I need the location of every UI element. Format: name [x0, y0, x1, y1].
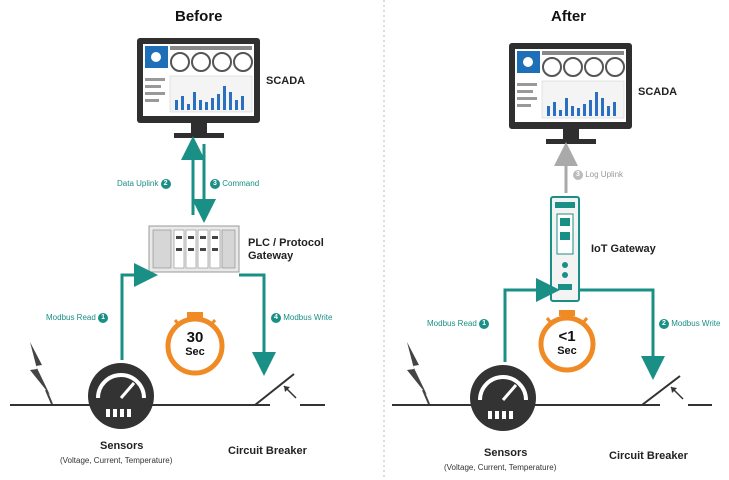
- breaker-label-after: Circuit Breaker: [609, 450, 688, 462]
- stopwatch-icon-after: [538, 310, 596, 373]
- sensors-sub-before: (Voltage, Current, Temperature): [60, 456, 173, 465]
- command-label: 3 Command: [210, 179, 259, 189]
- breaker-label-before: Circuit Breaker: [228, 445, 307, 457]
- scada-label-after: SCADA: [638, 86, 678, 98]
- timer-unit-before: Sec: [185, 346, 205, 358]
- circuit-breaker-icon: [254, 373, 297, 406]
- timer-value-after: <1: [558, 328, 576, 345]
- modbus-write-label-after: 2 Modbus Write: [659, 319, 720, 329]
- sensor-meter-icon-after: [470, 365, 536, 431]
- badge-1: 1: [98, 313, 109, 323]
- log-uplink-label: 3 Log Uplink: [573, 170, 623, 180]
- modbus-write-line-after: [579, 288, 665, 380]
- modbus-read-label-after: Modbus Read 1: [427, 319, 490, 329]
- iot-gateway-device: [550, 196, 580, 302]
- badge-1-after: 1: [479, 319, 490, 329]
- modbus-read-line-before: [120, 263, 158, 360]
- stopwatch-icon: [165, 312, 225, 376]
- after-title: After: [551, 8, 587, 25]
- circuit-breaker-icon-after: [641, 375, 684, 406]
- modbus-read-line-after: [503, 278, 560, 362]
- lightning-arrow: [45, 389, 53, 405]
- modbus-read-label-before: Modbus Read 1: [46, 313, 109, 323]
- timer-value-before: 30: [186, 329, 204, 346]
- badge-3: 3: [210, 179, 220, 189]
- badge-2: 2: [160, 179, 171, 189]
- scada-monitor-before: [137, 38, 260, 138]
- scada-monitor-after: [509, 43, 632, 144]
- modbus-write-label-before: 4 Modbus Write: [271, 313, 332, 323]
- lightning-icon-after: [407, 342, 427, 395]
- badge-3-after: 3: [573, 170, 583, 180]
- plc-gateway-device: [148, 225, 240, 273]
- plc-label: PLC / Protocol Gateway: [248, 237, 324, 262]
- modbus-write-line-before: [239, 273, 276, 376]
- sensor-meter-icon: [88, 363, 154, 429]
- sensors-label-before: Sensors: [100, 440, 144, 452]
- badge-2-after: 2: [659, 319, 669, 329]
- iot-gateway-label: IoT Gateway: [591, 243, 656, 255]
- lightning-arrow-after: [422, 389, 430, 405]
- timer-unit-after: Sec: [557, 345, 577, 357]
- sensors-sub-after: (Voltage, Current, Temperature): [444, 463, 557, 472]
- badge-4: 4: [271, 313, 281, 323]
- scada-label-before: SCADA: [266, 75, 306, 87]
- sensors-label-after: Sensors: [484, 447, 528, 459]
- data-uplink-label: Data Uplink 2: [117, 179, 171, 189]
- before-title: Before: [175, 8, 223, 25]
- lightning-icon: [30, 342, 50, 395]
